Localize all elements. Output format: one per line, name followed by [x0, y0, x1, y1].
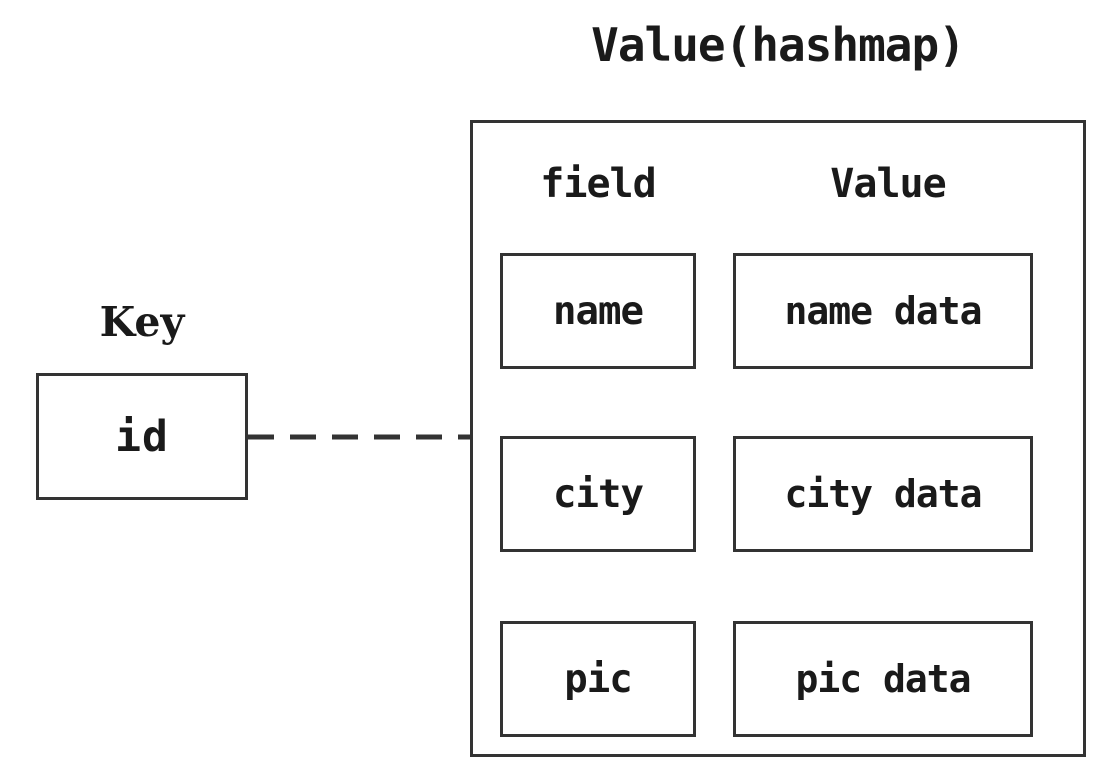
key-label: Key — [99, 298, 185, 346]
field-cell-label: city — [553, 471, 644, 517]
value-cell: name data — [733, 253, 1033, 369]
key-box: id — [36, 373, 248, 500]
hashmap-row: city city data — [473, 436, 1083, 552]
field-cell: city — [500, 436, 696, 552]
value-cell-label: city data — [784, 472, 983, 516]
page-title: Value(hashmap) — [591, 18, 966, 72]
key-box-value: id — [115, 411, 169, 462]
field-cell: name — [500, 253, 696, 369]
column-header-value: Value — [830, 161, 946, 207]
value-cell-label: name data — [784, 289, 983, 333]
hashmap-row: name name data — [473, 253, 1083, 369]
value-cell: city data — [733, 436, 1033, 552]
value-cell-label: pic data — [795, 657, 971, 701]
field-cell-label: name — [553, 288, 644, 334]
field-cell: pic — [500, 621, 696, 737]
column-header-field: field — [540, 161, 656, 207]
value-cell: pic data — [733, 621, 1033, 737]
dashed-connector-line — [248, 434, 473, 440]
hashmap-row: pic pic data — [473, 621, 1083, 737]
field-cell-label: pic — [564, 656, 632, 702]
hashmap-container: field Value name name data city city dat… — [470, 120, 1086, 757]
